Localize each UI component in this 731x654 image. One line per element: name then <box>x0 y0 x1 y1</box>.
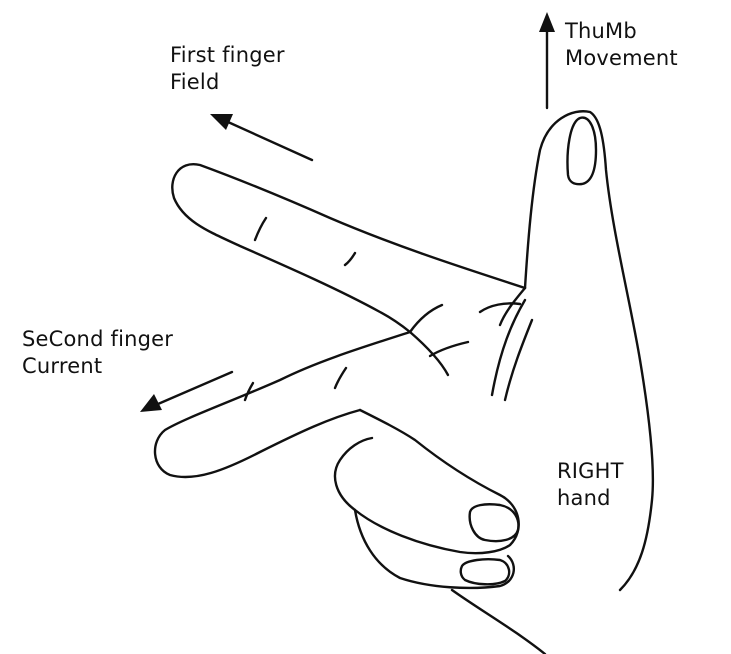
thumb-arrow-head <box>539 12 555 32</box>
thumb-outline <box>525 111 653 590</box>
curled-fingernail <box>470 504 519 541</box>
second-finger-knuckle-line-2 <box>335 368 346 388</box>
first-finger-label: First finger Field <box>170 42 285 96</box>
curled-finger-outline <box>335 410 519 553</box>
first-finger-outline <box>172 164 525 332</box>
palm-crease-6 <box>480 303 520 312</box>
first-finger-arrow-shaft <box>228 122 312 160</box>
palm-crease <box>410 332 448 375</box>
thumb-label: ThuMb Movement <box>565 18 678 72</box>
thumbnail <box>568 118 597 185</box>
first-finger-knuckle-line-2 <box>345 253 355 265</box>
curled-fingernail-lower <box>461 559 509 584</box>
palm-crease-7 <box>430 342 468 356</box>
hand-word: hand <box>557 485 624 512</box>
second-finger-outline <box>155 332 410 477</box>
curled-finger-lower <box>355 510 514 588</box>
first-finger-meaning: Field <box>170 69 285 96</box>
wrist-line <box>452 590 545 654</box>
palm-crease-2 <box>410 305 442 332</box>
first-finger-knuckle-line <box>255 218 266 240</box>
hand-side: RIGHT <box>557 458 624 485</box>
thumb-title: ThuMb <box>565 18 678 45</box>
second-finger-meaning: Current <box>22 353 173 380</box>
hand-label: RIGHT hand <box>557 458 624 512</box>
first-finger-title: First finger <box>170 42 285 69</box>
thumb-meaning: Movement <box>565 45 678 72</box>
second-finger-title: SeCond finger <box>22 326 173 353</box>
second-finger-label: SeCond finger Current <box>22 326 173 380</box>
